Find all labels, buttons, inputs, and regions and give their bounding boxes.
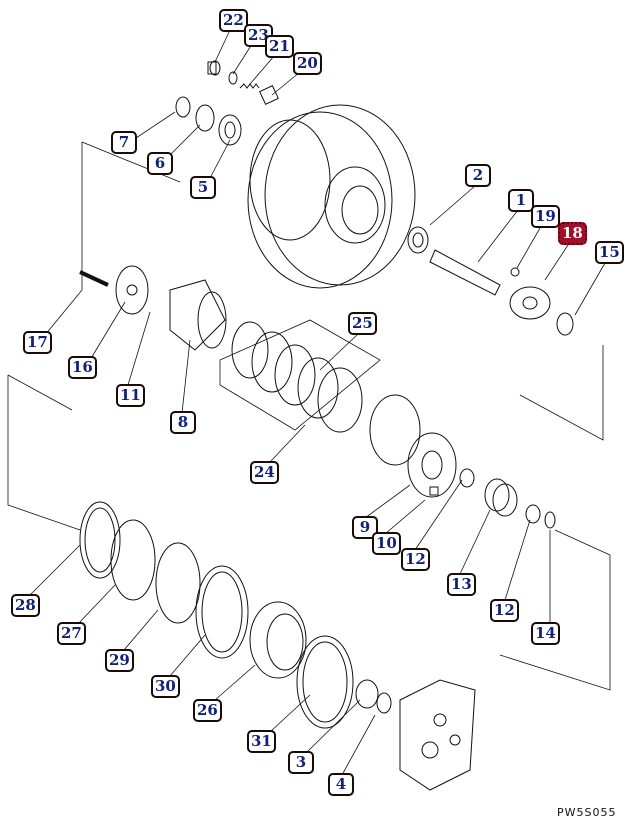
callout-9[interactable]: 9 (352, 516, 378, 539)
callout-25[interactable]: 25 (348, 312, 377, 335)
brake-discs (231, 321, 556, 529)
valve-block (399, 679, 476, 791)
callout-18-selected[interactable]: 18 (558, 222, 587, 245)
callout-14[interactable]: 14 (531, 622, 560, 645)
callout-30[interactable]: 30 (151, 675, 180, 698)
callout-12[interactable]: 12 (401, 548, 430, 571)
callout-28[interactable]: 28 (11, 594, 40, 617)
callout-31[interactable]: 31 (247, 730, 276, 753)
callout-12-b[interactable]: 12 (490, 599, 519, 622)
callout-19[interactable]: 19 (531, 205, 560, 228)
small-parts (175, 60, 279, 146)
callout-11[interactable]: 11 (116, 384, 145, 407)
callout-10[interactable]: 10 (372, 532, 401, 555)
callout-3[interactable]: 3 (288, 751, 314, 774)
callout-17[interactable]: 17 (23, 331, 52, 354)
callout-16[interactable]: 16 (68, 356, 97, 379)
hub-housing (247, 104, 416, 289)
leader-lines (7, 29, 611, 776)
shaft-parts (407, 226, 574, 336)
cylinder-parts (79, 265, 227, 351)
callout-1[interactable]: 1 (508, 189, 534, 212)
callout-20[interactable]: 20 (293, 52, 322, 75)
callout-21[interactable]: 21 (265, 35, 294, 58)
callout-22[interactable]: 22 (219, 9, 248, 32)
lower-seals (79, 501, 392, 729)
callout-13[interactable]: 13 (447, 573, 476, 596)
callout-24[interactable]: 24 (250, 461, 279, 484)
callout-8[interactable]: 8 (170, 411, 196, 434)
callout-5[interactable]: 5 (190, 176, 216, 199)
drawing-code: PW5S055 (557, 806, 617, 819)
callout-2[interactable]: 2 (465, 164, 491, 187)
callout-29[interactable]: 29 (105, 649, 134, 672)
callout-4[interactable]: 4 (328, 773, 354, 796)
callout-26[interactable]: 26 (193, 699, 222, 722)
callout-6[interactable]: 6 (147, 152, 173, 175)
callout-15[interactable]: 15 (595, 241, 624, 264)
callout-7[interactable]: 7 (111, 131, 137, 154)
callout-27[interactable]: 27 (57, 622, 86, 645)
